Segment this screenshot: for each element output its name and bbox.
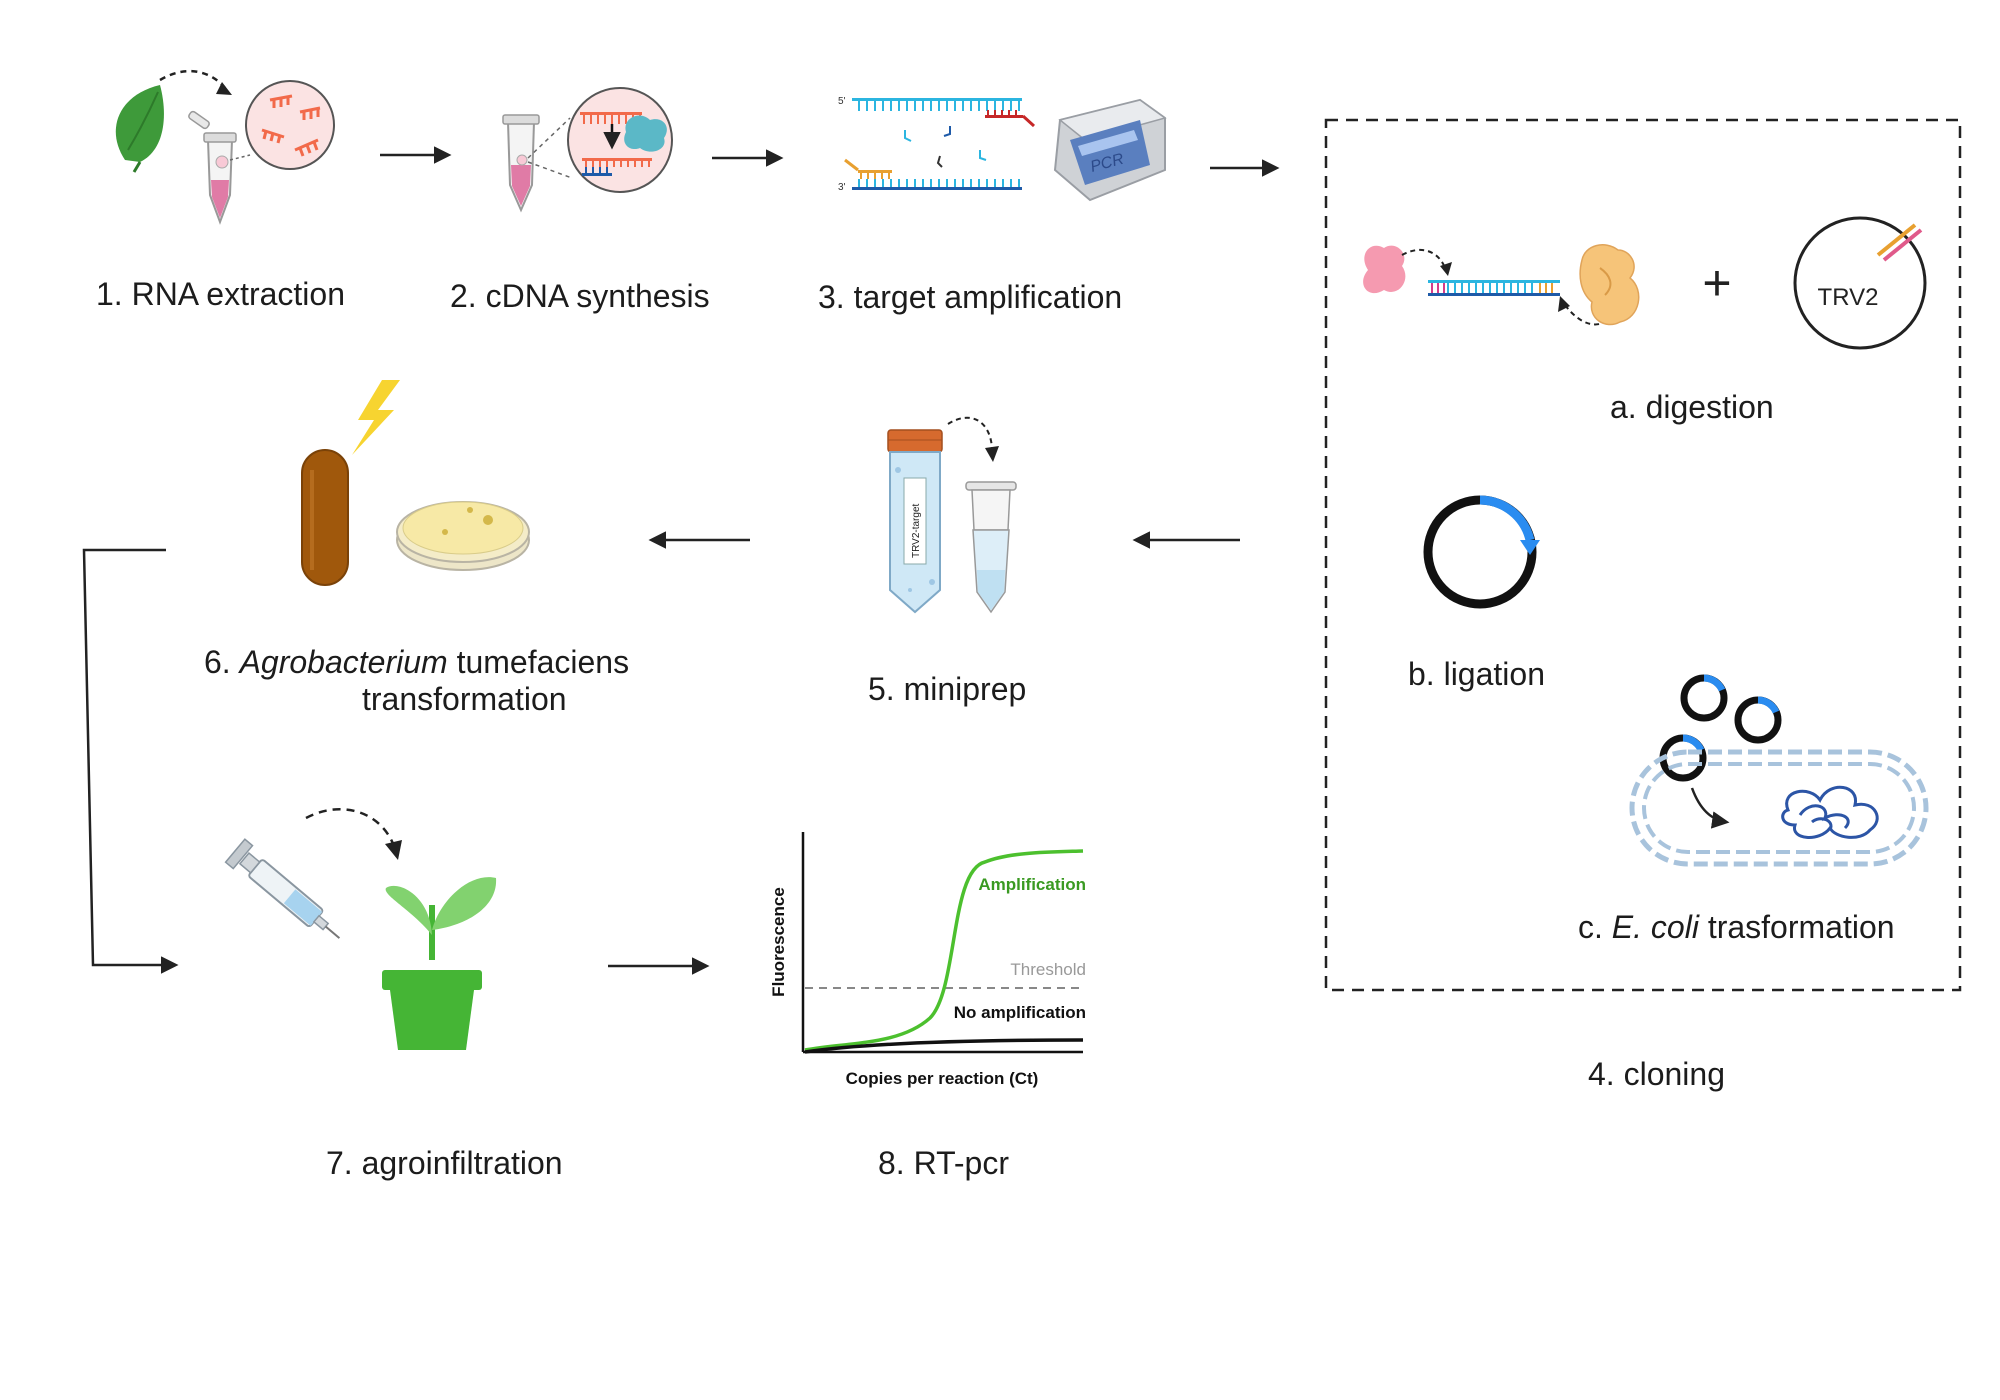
step-6-label: 6. Agrobacterium tumefaciens (204, 643, 629, 681)
agroinfiltration-icon (224, 808, 497, 1050)
lightning-icon (352, 380, 400, 455)
cdna-strand (582, 158, 652, 176)
step-5-label: 5. miniprep (868, 671, 1027, 707)
plasmid-small-icon (1734, 696, 1782, 744)
agrobacterium-icon (301, 380, 530, 586)
falcon-tube-icon: TRV2-target (887, 429, 943, 614)
strand-5-label: 5' (838, 96, 846, 107)
series-label-amplification: Amplification (978, 875, 1086, 894)
arrow-6-7 (82, 548, 179, 974)
step-8-label: 8. RT-pcr (878, 1145, 1009, 1181)
strand-3-label: 3' (838, 182, 846, 193)
plus-sign: + (1702, 255, 1731, 311)
cloning-step-c-prefix: c. (1578, 909, 1603, 945)
flow-arrows-middle (82, 531, 1240, 975)
rna-strands (261, 94, 321, 157)
target-amplification-icon: 5' 3' PCR (838, 96, 1167, 202)
spin-column-icon (965, 481, 1017, 614)
bacterium-icon (301, 449, 349, 586)
miniprep-icon: TRV2-target (887, 416, 1017, 614)
rna-zoom-circle (245, 80, 335, 170)
series-line-amplification (804, 849, 1084, 1052)
thermocycler-icon: PCR (1053, 98, 1167, 202)
ecoli-cell-icon (1629, 749, 1929, 867)
threshold-label: Threshold (1010, 960, 1086, 979)
series-label-no-amplification: No amplification (954, 1003, 1086, 1022)
cloning-box (1324, 118, 1962, 992)
step-6-species: tumefaciens (456, 644, 630, 680)
step-6-label-line2: transformation (362, 681, 567, 717)
petri-dish-icon (396, 501, 530, 571)
digestion-icon: + TRV2 (1363, 216, 1927, 350)
rt-pcr-chart: Amplification Threshold No amplification… (769, 832, 1086, 1088)
leaf-icon (115, 85, 164, 173)
cloning-step-c-organism: E. coli (1611, 909, 1699, 945)
tube-icon (188, 110, 237, 225)
x-axis-label: Copies per reaction (Ct) (846, 1069, 1039, 1088)
trv2-plasmid-icon: TRV2 (1793, 216, 1927, 350)
cloning-step-c-rest: trasformation (1707, 909, 1895, 945)
plant-icon (382, 877, 497, 1050)
cloning-step-c-label: c. E. coli trasformation (1578, 908, 1895, 946)
tube-icon (502, 114, 540, 213)
step-6-genus: Agrobacterium (239, 644, 448, 680)
step-3-label: 3. target amplification (818, 279, 1123, 315)
primer-red (985, 110, 1036, 128)
cdna-synthesis-icon (502, 87, 673, 213)
primer-orange (844, 158, 892, 179)
ecoli-transformation-icon (1629, 674, 1929, 867)
step-7-label: 7. agroinfiltration (326, 1145, 563, 1181)
step-2-label: 2. cDNA synthesis (450, 278, 710, 314)
step-4-label: 4. cloning (1588, 1056, 1725, 1092)
restriction-enzyme-orange-icon (1579, 244, 1640, 326)
tube-label: TRV2-target (911, 503, 922, 558)
step-6-number: 6. (204, 644, 231, 680)
y-axis-label: Fluorescence (769, 887, 788, 997)
ligation-plasmid-icon (1423, 495, 1540, 609)
rna-extraction-icon (115, 69, 335, 225)
syringe-icon (224, 838, 341, 939)
restriction-enzyme-pink-icon (1363, 245, 1406, 294)
step-1-label: 1. RNA extraction (96, 276, 345, 312)
series-line-no-amplification (804, 1038, 1084, 1054)
flow-arrows-top (380, 146, 1280, 177)
dna-insert (1428, 280, 1560, 296)
cloning-step-a-label: a. digestion (1610, 389, 1774, 425)
free-nucleotides (904, 126, 987, 168)
trv2-label: TRV2 (1818, 284, 1879, 311)
cloning-step-b-label: b. ligation (1408, 656, 1545, 692)
plasmid-small-icon (1659, 734, 1707, 782)
reverse-transcriptase-icon (624, 115, 667, 152)
chromosome-icon (1781, 785, 1879, 839)
dashed-arrow (159, 69, 226, 89)
plasmid-small-icon (1680, 674, 1728, 722)
